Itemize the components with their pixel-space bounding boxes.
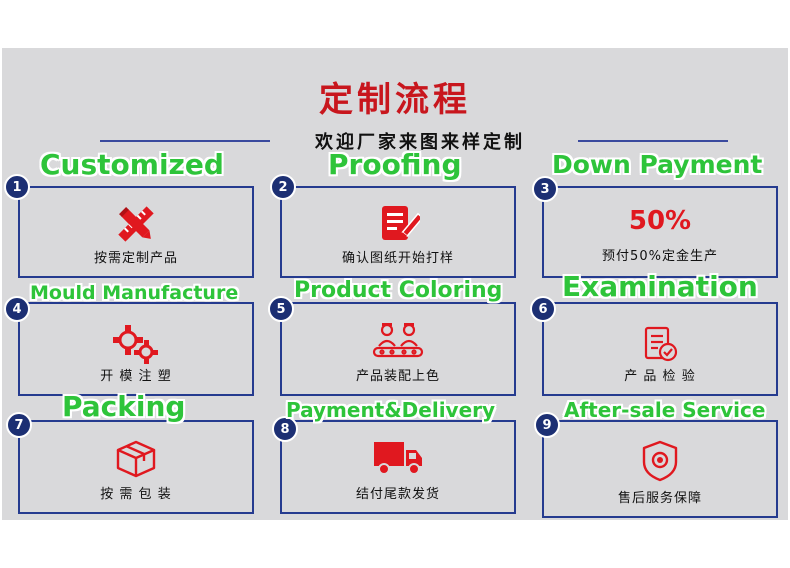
pencil-ruler-icon [118, 206, 154, 242]
step-title-en: Packing [62, 390, 186, 423]
step-number-badge: 6 [530, 296, 556, 322]
page-subtitle: 欢迎厂家来图来样定制 [315, 132, 525, 153]
truck-icon [374, 442, 422, 475]
step-label-cn: 开 模 注 塑 [100, 369, 172, 384]
step-number-badge: 4 [4, 296, 30, 322]
step-label-cn: 售后服务保障 [617, 491, 702, 506]
step-label-cn: 结付尾款发货 [355, 487, 440, 502]
step-label-cn: 按需定制产品 [93, 251, 178, 266]
checklist-icon [644, 326, 678, 362]
step-label-cn: 确认图纸开始打样 [341, 251, 454, 266]
step-card-2: 确认图纸开始打样 [280, 186, 516, 278]
step-card-6: 产 品 检 验 [542, 302, 778, 396]
step-title-en: Customized [40, 148, 224, 181]
page-title: 定制流程 [319, 80, 471, 120]
step-number-badge: 5 [268, 296, 294, 322]
step-title-en: Mould Manufacture [30, 282, 239, 304]
step-title-en: After-sale Service [564, 398, 766, 422]
step-card-3: 50% 预付50%定金生产 [542, 186, 778, 278]
step-title-en: Payment&Delivery [286, 398, 496, 422]
service-shield-icon [642, 440, 678, 482]
step-number-badge: 7 [6, 412, 32, 438]
subtitle-row: 欢迎厂家来图来样定制 [0, 128, 790, 154]
divider-left [100, 140, 270, 142]
step-label-cn: 按 需 包 装 [100, 487, 172, 502]
step-title-en: Proofing [328, 148, 462, 181]
step-card-1: 按需定制产品 [18, 186, 254, 278]
step-card-8: 结付尾款发货 [280, 420, 516, 514]
percent-highlight: 50% [628, 206, 692, 236]
step-card-7: 按 需 包 装 [18, 420, 254, 514]
step-card-4: 开 模 注 塑 [18, 302, 254, 396]
assembly-workers-icon [372, 323, 424, 358]
step-number-badge: 3 [532, 176, 558, 202]
step-number-badge: 9 [534, 412, 560, 438]
step-label-cn: 产 品 检 验 [624, 369, 696, 384]
step-title-en: Examination [562, 270, 758, 303]
gears-icon [113, 325, 158, 364]
step-title-en: Down Payment [552, 150, 763, 179]
step-number-badge: 8 [272, 416, 298, 442]
step-card-9: 售后服务保障 [542, 420, 778, 518]
step-label-cn: 产品装配上色 [355, 369, 440, 384]
step-number-badge: 1 [4, 174, 30, 200]
divider-right [578, 140, 728, 142]
step-label-cn: 预付50%定金生产 [602, 249, 718, 264]
step-card-5: 产品装配上色 [280, 302, 516, 396]
document-pen-icon [382, 206, 420, 240]
step-number-badge: 2 [270, 174, 296, 200]
step-title-en: Product Coloring [294, 278, 503, 303]
box-icon [116, 440, 156, 478]
